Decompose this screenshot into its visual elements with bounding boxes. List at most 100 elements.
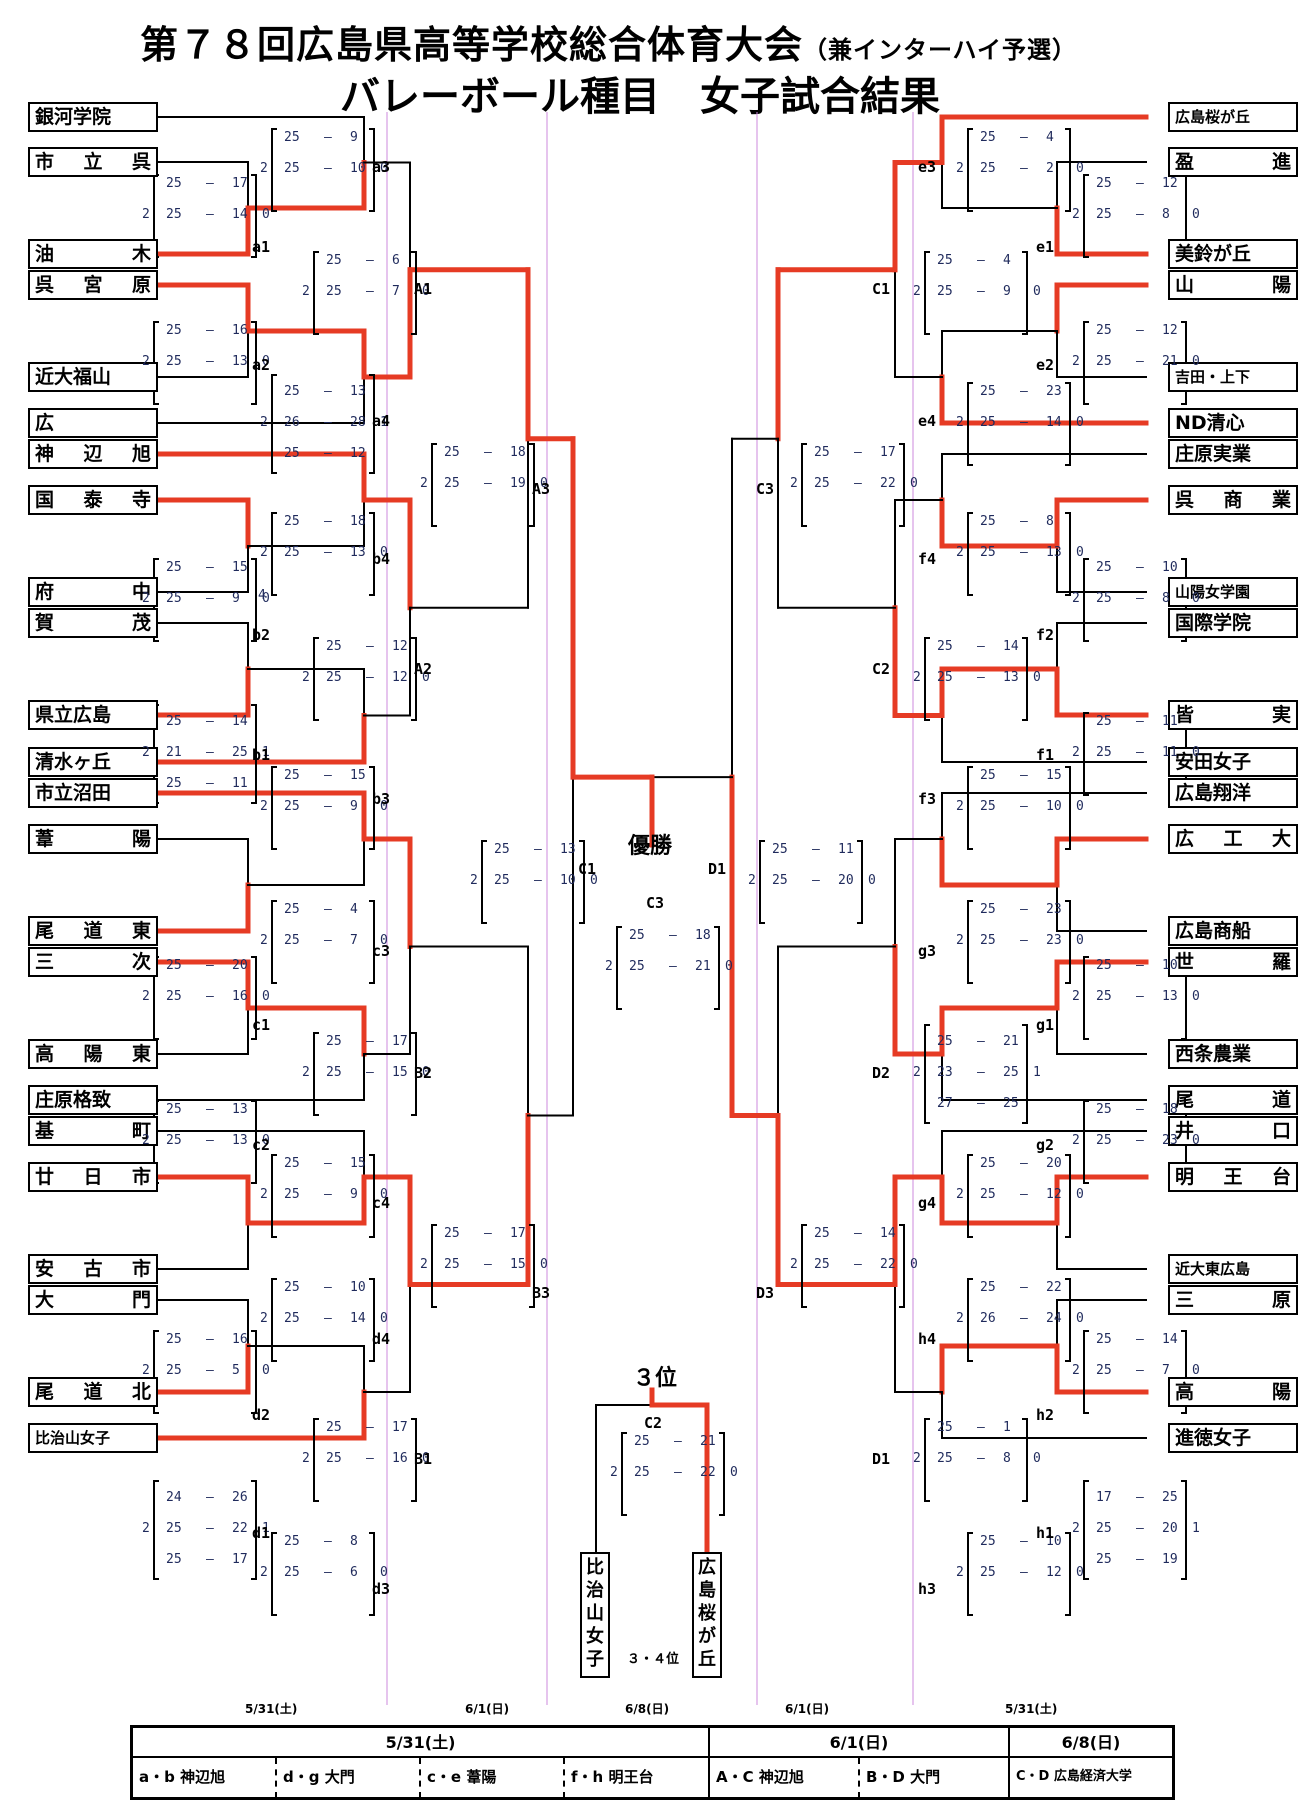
match-label-D1R: D1 (708, 860, 727, 878)
score-set-right: 13 (560, 842, 576, 857)
score-result-right: 0 (262, 1363, 270, 1378)
score-dash: — (1020, 1187, 1028, 1202)
score-result-right: 0 (380, 933, 388, 948)
score-set-left: 25 (980, 545, 996, 560)
score-result-right: 0 (1192, 354, 1200, 369)
score-result-left: 2 (142, 591, 150, 606)
third-game-label: ３・４位 (627, 1652, 680, 1667)
score-dash: — (206, 1102, 214, 1117)
title-sub: （兼インターハイ予選） (803, 36, 1078, 64)
score-set-right: 13 (232, 354, 248, 369)
score-set-right: 23 (1046, 902, 1062, 917)
score-result-left: 2 (260, 1311, 268, 1326)
score-set-left: 25 (980, 1565, 996, 1580)
third-place-label: ３位 (633, 1366, 678, 1391)
match-label-d2: d2 (252, 1406, 271, 1424)
team-box-left: 油木 (28, 239, 158, 269)
score-set-right: 17 (232, 176, 248, 191)
score-set-left: 25 (814, 1226, 830, 1241)
score-set-left: 25 (166, 714, 182, 729)
date-col-3: 6/8(日) (625, 1702, 670, 1716)
score-set-right: 10 (1046, 799, 1062, 814)
score-result-right: 0 (1192, 207, 1200, 222)
score-set-left: 25 (772, 842, 788, 857)
score-set-right: 22 (700, 1465, 716, 1480)
score-result-left: 2 (790, 476, 798, 491)
venue-name: 葦陽 (466, 1768, 497, 1786)
score-set-left: 25 (980, 768, 996, 783)
score-set-right: 13 (1162, 989, 1178, 1004)
score-set-right: 13 (1046, 545, 1062, 560)
score-result-left: 2 (956, 545, 964, 560)
score-set-right: 17 (392, 1420, 408, 1435)
score-dash: — (1136, 989, 1144, 1004)
score-result-right: 0 (540, 1257, 548, 1272)
score-set-left: 25 (166, 776, 182, 791)
score-result-right: 0 (1076, 933, 1084, 948)
score-set-left: 25 (166, 207, 182, 222)
score-set-left: 25 (1096, 1521, 1112, 1536)
score-set-left: 25 (1096, 714, 1112, 729)
score-set-left: 25 (1096, 1363, 1112, 1378)
match-label-a3: a3 (372, 158, 391, 176)
score-result-right: 0 (1192, 1133, 1200, 1148)
score-dash: — (324, 1156, 332, 1171)
team-box-right: 広工大 (1168, 824, 1298, 854)
score-dash: — (206, 560, 214, 575)
score-set-left: 25 (326, 1420, 342, 1435)
venue-cell: A・C 神辺旭 (710, 1758, 860, 1798)
score-set-right: 17 (880, 445, 896, 460)
score-dash: — (366, 670, 374, 685)
score-set-right: 10 (1162, 958, 1178, 973)
score-set-right: 11 (1162, 745, 1178, 760)
score-set-right: 7 (350, 933, 358, 948)
venue-cell: C・D 広島経済大学 (1010, 1758, 1172, 1798)
score-result-right: 0 (380, 1311, 388, 1326)
score-dash: — (534, 873, 542, 888)
score-result-right: 0 (262, 354, 270, 369)
score-set-left: 25 (980, 1156, 996, 1171)
match-label-C1: C1 (872, 280, 891, 298)
score-set-left: 25 (444, 1257, 460, 1272)
match-label-B2: B2 (414, 1064, 433, 1082)
match-label-d1: d1 (252, 1524, 271, 1542)
score-set-right: 24 (1046, 1311, 1062, 1326)
score-result-right: 0 (1033, 670, 1041, 685)
match-label-g4: g4 (918, 1194, 937, 1212)
score-result-left: 2 (260, 415, 268, 430)
team-box-left: 府中 (28, 577, 158, 607)
score-set-right: 13 (232, 1102, 248, 1117)
score-set-left: 25 (937, 639, 953, 654)
score-result-left: 2 (142, 1521, 150, 1536)
team-box-right: 明王台 (1168, 1162, 1298, 1192)
score-set-left: 25 (326, 1034, 342, 1049)
score-result-right: 0 (725, 959, 733, 974)
score-set-left: 25 (1096, 354, 1112, 369)
score-dash: — (206, 323, 214, 338)
score-dash: — (324, 799, 332, 814)
score-dash: — (854, 1226, 862, 1241)
match-label-c2: c2 (252, 1136, 271, 1154)
score-dash: — (1136, 560, 1144, 575)
score-result-right: 0 (1192, 745, 1200, 760)
score-dash: — (324, 1311, 332, 1326)
venue-header-1: 5/31(土) (133, 1728, 710, 1758)
score-set-right: 22 (880, 1257, 896, 1272)
score-result-right: 0 (590, 873, 598, 888)
team-box-right: 呉商業 (1168, 485, 1298, 515)
score-set-right: 16 (232, 1332, 248, 1347)
team-box-right: 国際学院 (1168, 608, 1298, 638)
score-dash: — (1136, 1521, 1144, 1536)
match-label-c4: c4 (372, 1194, 391, 1212)
score-dash: — (206, 207, 214, 222)
team-box-right: 尾道 (1168, 1085, 1298, 1115)
score-dash: — (1136, 714, 1144, 729)
score-set-left: 25 (980, 514, 996, 529)
score-dash: — (206, 989, 214, 1004)
score-set-right: 14 (880, 1226, 896, 1241)
match-label-f2: f2 (1036, 626, 1055, 644)
score-dash: — (484, 1257, 492, 1272)
match-label-c3: c3 (372, 942, 391, 960)
score-set-left: 25 (1096, 1102, 1112, 1117)
match-label-C2R: C2 (872, 660, 891, 678)
